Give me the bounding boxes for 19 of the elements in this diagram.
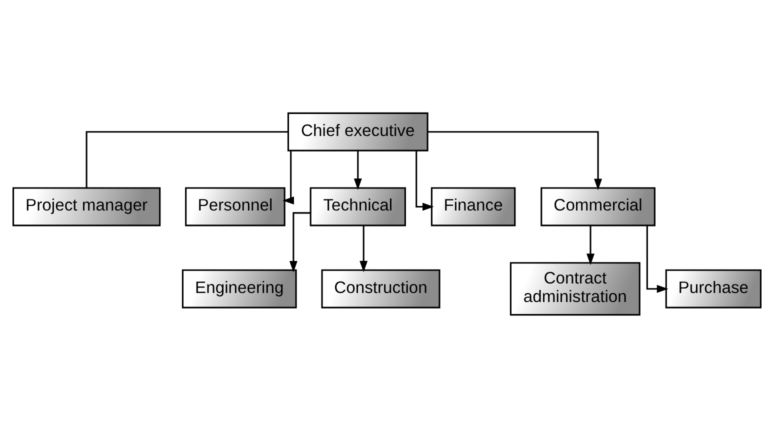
arrow [289, 212, 310, 272]
arrow [586, 225, 595, 265]
node-box: Construction [321, 268, 440, 308]
node-box: Engineering [182, 268, 297, 308]
node-box: Finance [430, 186, 516, 226]
node-box: Contract administration [510, 262, 640, 316]
arrow [428, 130, 602, 190]
node-box: Chief executive [287, 112, 428, 151]
node-box: Commercial [540, 186, 656, 226]
arrow [646, 225, 668, 292]
arrow [282, 150, 294, 204]
arrow [416, 150, 434, 210]
node-box: Project manager [12, 186, 161, 226]
connector [86, 130, 288, 188]
arrow [354, 150, 362, 190]
node-box: Technical [310, 186, 406, 226]
arrow [360, 225, 368, 272]
node-box: Personnel [185, 186, 286, 226]
node-box: Purchase [665, 268, 762, 308]
